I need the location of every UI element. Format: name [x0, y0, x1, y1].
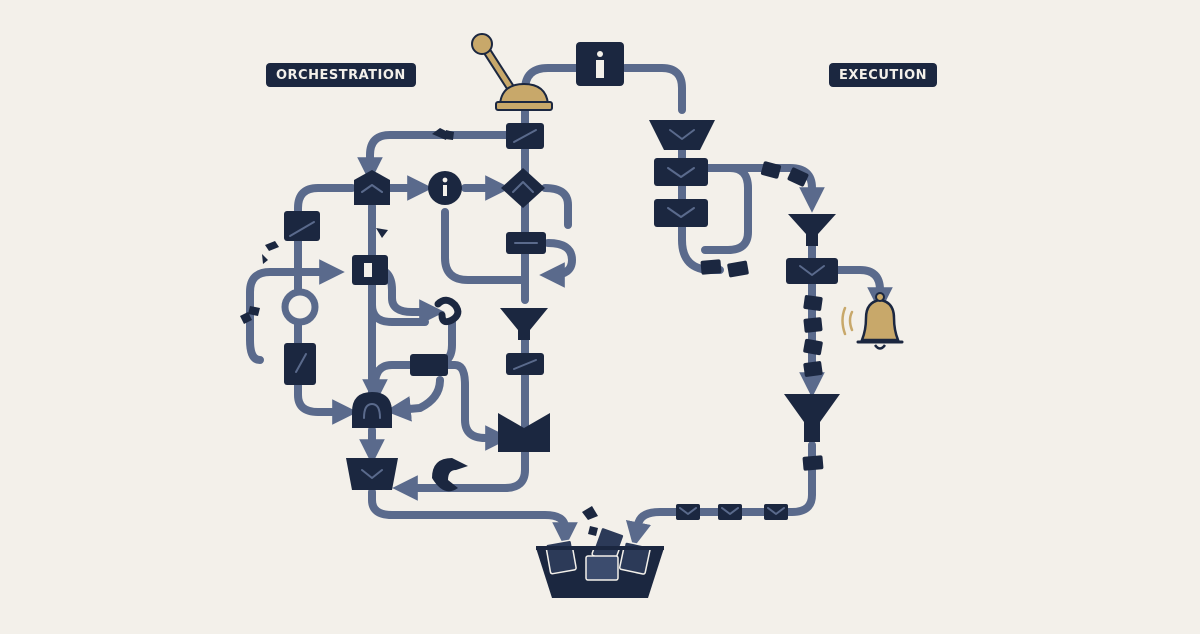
merge-block [498, 413, 550, 452]
pipe-diamond-loop [541, 184, 572, 229]
spine-box-1 [506, 123, 544, 149]
exec-chain-3 [676, 455, 824, 520]
filter-funnel-1 [500, 308, 548, 340]
task-box-tall [284, 343, 316, 385]
spine-box-2 [506, 232, 546, 254]
pipe-info-return [441, 208, 529, 284]
decision-diamond [501, 168, 545, 208]
exec-funnel-top [649, 120, 715, 150]
pipe-exec-right-loop [701, 164, 752, 254]
pipe-orch-to-basket [368, 488, 578, 548]
pipe-exec-to-basket [625, 441, 816, 548]
exec-box-3 [786, 258, 838, 284]
loop-connector-icon [434, 296, 462, 326]
info-box-icon [576, 42, 624, 86]
execution-nodes [576, 42, 904, 520]
exec-funnel-mid [788, 214, 836, 246]
pipe-circle-outer [246, 268, 302, 364]
execution-label: EXECUTION [829, 63, 938, 87]
pipe-box2-loop [539, 239, 576, 288]
exec-chain-1 [700, 161, 809, 278]
pipe-main-spine-bottom [392, 326, 529, 501]
pipe-inner-return [368, 264, 429, 326]
exec-funnel-lower [784, 394, 840, 442]
task-box-3 [410, 354, 448, 376]
collection-basket-icon [536, 506, 664, 598]
exec-box-1 [654, 158, 708, 186]
bell-icon [841, 292, 904, 350]
exec-box-2 [654, 199, 708, 227]
pipe-exec-to-funnel [696, 164, 825, 213]
orchestration-nodes [240, 33, 553, 492]
gate-node-2 [352, 392, 392, 428]
pipe-info-to-exec [621, 64, 686, 114]
collector-node [346, 458, 398, 490]
pipe-box3-to-mblock [408, 361, 511, 451]
gate-node-1 [354, 170, 390, 205]
exec-chain-2 [803, 295, 823, 377]
spine-box-3 [506, 353, 544, 375]
scattered-fragments-orch [240, 128, 454, 324]
return-arrow-icon [432, 458, 468, 492]
pipe-box-to-bell [831, 266, 893, 313]
task-box-tilted [284, 211, 320, 241]
junction-circle [281, 288, 319, 326]
orchestration-label: ORCHESTRATION [266, 63, 416, 87]
pipe-to-node2 [385, 376, 444, 422]
pipe-spine-to-node1 [357, 131, 516, 183]
info-icon [428, 171, 462, 205]
lever-icon [471, 33, 553, 111]
task-box-small [352, 255, 388, 285]
